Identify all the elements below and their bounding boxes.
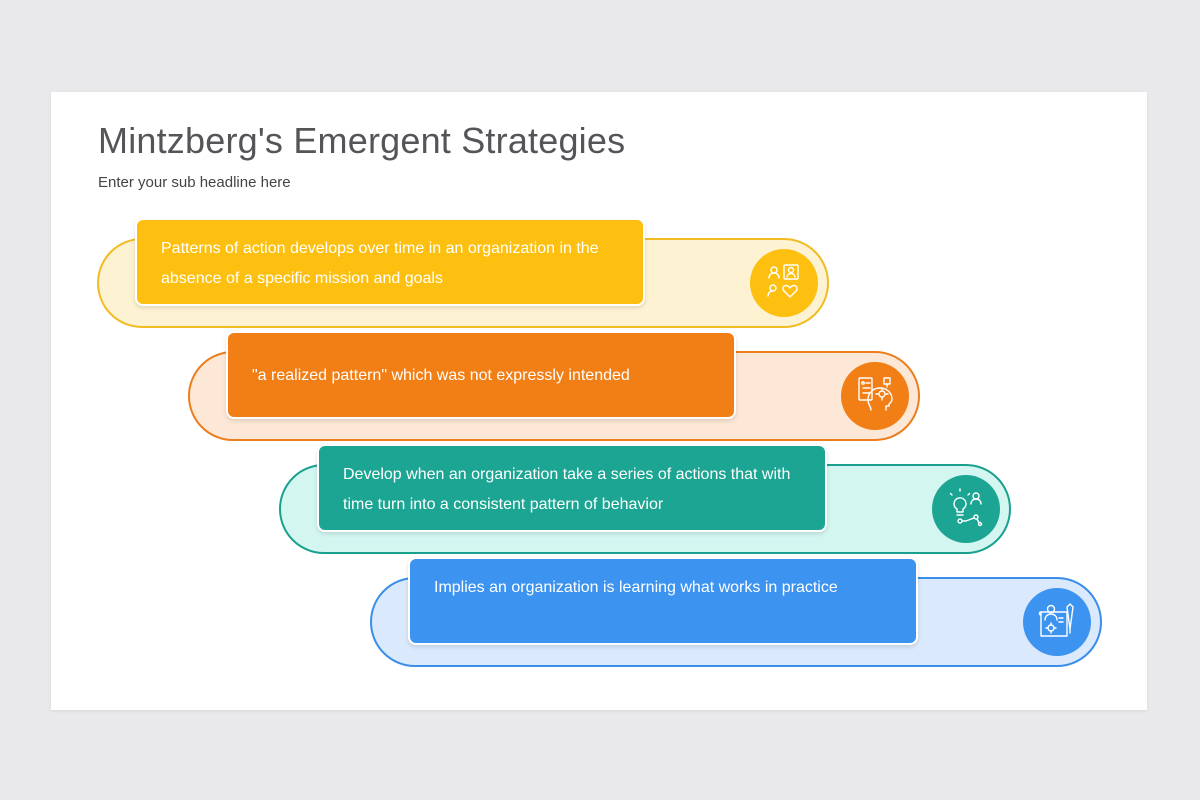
step-3-icon-badge xyxy=(932,475,1000,543)
step-4-icon-badge xyxy=(1023,588,1091,656)
step-1-card: Patterns of action develops over time in… xyxy=(135,218,645,306)
head-ideas-icon xyxy=(855,374,895,419)
slide-subtitle: Enter your sub headline here xyxy=(98,174,291,191)
slide-title: Mintzberg's Emergent Strategies xyxy=(98,120,626,161)
person-blueprint-icon xyxy=(1037,600,1077,645)
teamwork-heart-icon xyxy=(764,261,804,306)
step-1-text: Patterns of action develops over time in… xyxy=(161,240,599,287)
slide: Mintzberg's Emergent Strategies Enter yo… xyxy=(51,92,1147,710)
step-4-text: Implies an organization is learning what… xyxy=(434,579,838,596)
step-2-icon-badge xyxy=(841,362,909,430)
step-2-card: "a realized pattern" which was not expre… xyxy=(226,331,736,419)
step-1-icon-badge xyxy=(750,249,818,317)
step-3-card: Develop when an organization take a seri… xyxy=(317,444,827,532)
lightbulb-network-icon xyxy=(946,487,986,532)
step-3-text: Develop when an organization take a seri… xyxy=(343,466,791,513)
step-4-card: Implies an organization is learning what… xyxy=(408,557,918,645)
step-2-text: "a realized pattern" which was not expre… xyxy=(252,367,630,384)
